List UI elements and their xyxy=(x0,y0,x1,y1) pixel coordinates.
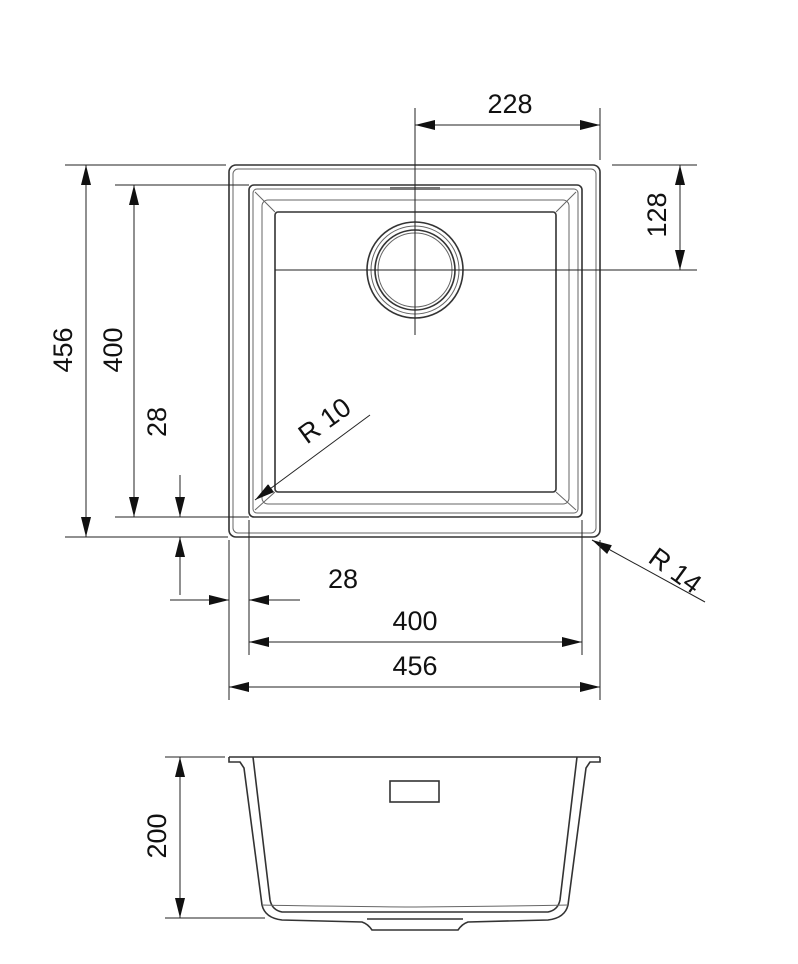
side-view: 200 xyxy=(142,756,601,931)
dim-depth: 200 xyxy=(142,813,172,858)
dim-drain-offset-y: 128 xyxy=(642,192,672,237)
dim-outer-height: 456 xyxy=(48,327,78,372)
sink-profile-outer xyxy=(228,757,601,931)
dim-bowl-width: 400 xyxy=(392,606,437,636)
sink-profile-inner xyxy=(252,756,578,913)
dim-outer-width: 456 xyxy=(392,651,437,681)
overflow-opening xyxy=(389,780,440,803)
dim-inner-radius: R 10 xyxy=(293,392,357,450)
dim-drain-offset-x: 228 xyxy=(487,89,532,119)
dim-bowl-height: 400 xyxy=(98,327,128,372)
dim-rim-left: 28 xyxy=(328,564,358,594)
dim-outer-radius: R 14 xyxy=(643,542,707,600)
dim-rim-bottom: 28 xyxy=(142,407,172,437)
top-view: 228 128 456 400 28 R 10 R 14 28 xyxy=(48,89,707,700)
